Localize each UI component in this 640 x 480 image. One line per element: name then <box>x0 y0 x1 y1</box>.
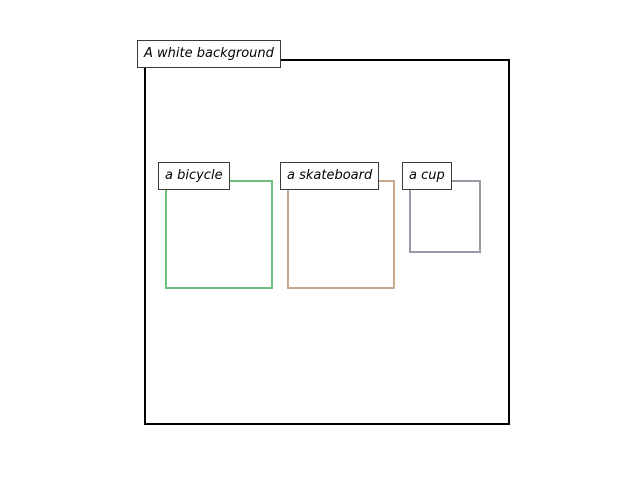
background-label: A white background <box>137 40 281 68</box>
background-frame <box>144 59 510 425</box>
skateboard-label: a skateboard <box>280 162 380 190</box>
bicycle-box <box>165 180 273 289</box>
cup-label: a cup <box>402 162 452 190</box>
cup-box <box>409 180 481 253</box>
bicycle-label: a bicycle <box>158 162 230 190</box>
skateboard-box <box>287 180 395 289</box>
